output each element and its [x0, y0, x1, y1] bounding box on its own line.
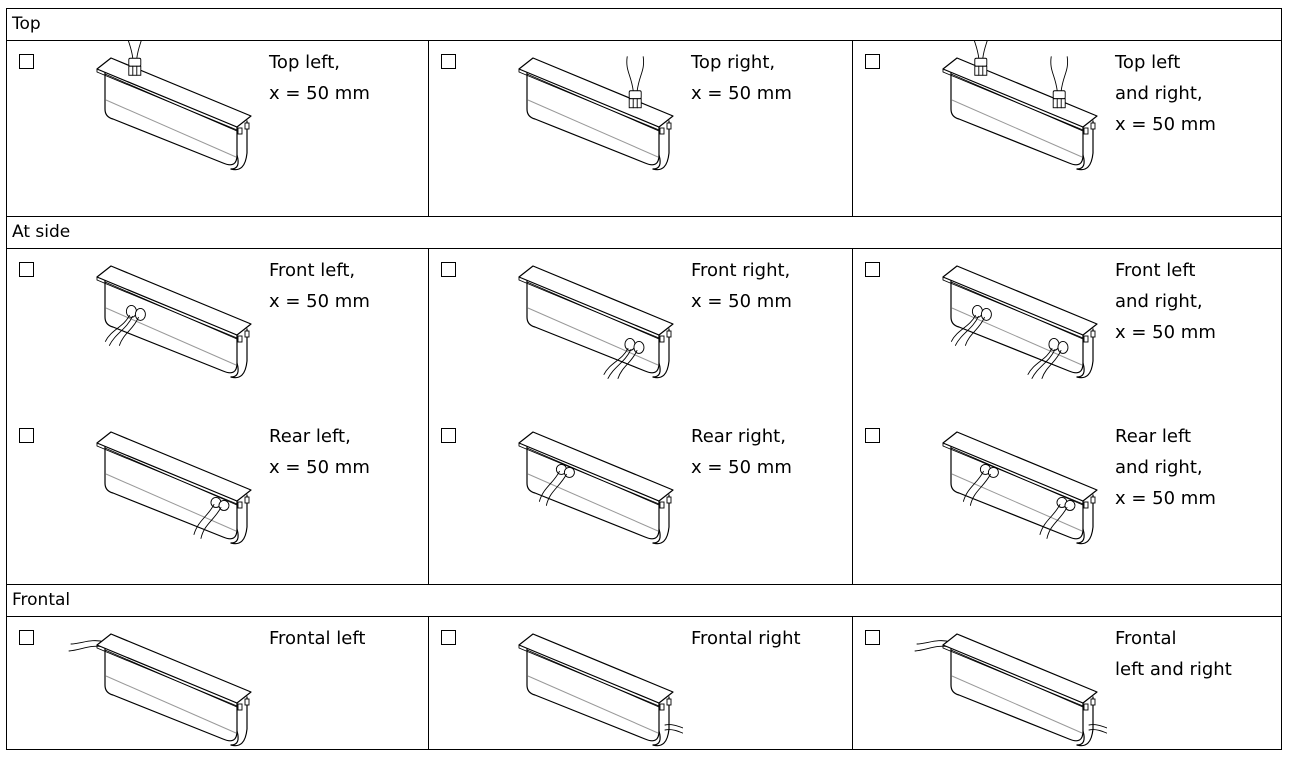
frontal-left-and-right-cable-exit-icon	[914, 633, 1107, 747]
option-checkbox[interactable]	[19, 428, 34, 443]
option-checkbox[interactable]	[441, 262, 456, 277]
option-label: Rear left, x = 50 mm	[269, 426, 370, 478]
option-cell-top-left-and-right[interactable]: Top left and right, x = 50 mm	[853, 41, 1281, 216]
section-header-at-side: At side	[7, 217, 1281, 249]
option-row: Top left, x = 50 mm Top right, x = 50 mm	[7, 41, 1281, 217]
option-cell-front-right[interactable]: Front right, x = 50 mm	[429, 249, 853, 415]
top-left-cable-exit-icon	[96, 41, 252, 171]
section-header-frontal: Frontal	[7, 585, 1281, 617]
option-cell-frontal-left-and-right[interactable]: Frontal left and right	[853, 617, 1281, 749]
option-cell-front-left-and-right[interactable]: Front left and right, x = 50 mm	[853, 249, 1281, 415]
rear-right-cable-exit-icon	[518, 431, 674, 545]
top-left-and-right-cable-exit-icon	[942, 41, 1098, 171]
option-checkbox[interactable]	[865, 428, 880, 443]
option-cell-rear-right[interactable]: Rear right, x = 50 mm	[429, 415, 853, 584]
front-left-and-right-cable-exit-icon	[942, 265, 1098, 379]
rear-left-and-right-cable-exit-icon	[942, 431, 1098, 545]
option-cell-frontal-right[interactable]: Frontal right	[429, 617, 853, 749]
front-left-cable-exit-icon	[96, 265, 252, 379]
option-checkbox[interactable]	[441, 428, 456, 443]
option-label: Frontal left and right	[1115, 628, 1232, 680]
option-label: Front left, x = 50 mm	[269, 260, 370, 312]
option-label: Rear right, x = 50 mm	[691, 426, 792, 478]
frontal-left-cable-exit-icon	[68, 633, 252, 747]
option-checkbox[interactable]	[441, 54, 456, 69]
option-cell-rear-left[interactable]: Rear left, x = 50 mm	[7, 415, 429, 584]
option-cell-top-right[interactable]: Top right, x = 50 mm	[429, 41, 853, 216]
option-checkbox[interactable]	[19, 630, 34, 645]
option-checkbox[interactable]	[865, 54, 880, 69]
option-label: Front right, x = 50 mm	[691, 260, 792, 312]
option-row: Frontal left Frontal right Frontal left …	[7, 617, 1281, 749]
option-label: Frontal right	[691, 628, 801, 649]
option-cell-frontal-left[interactable]: Frontal left	[7, 617, 429, 749]
option-row: Front left, x = 50 mm Front right, x = 5…	[7, 249, 1281, 415]
option-row: Rear left, x = 50 mm Rear right, x = 50 …	[7, 415, 1281, 585]
option-checkbox[interactable]	[19, 262, 34, 277]
option-label: Rear left and right, x = 50 mm	[1115, 426, 1216, 509]
front-right-cable-exit-icon	[518, 265, 674, 379]
option-cell-top-left[interactable]: Top left, x = 50 mm	[7, 41, 429, 216]
option-cell-front-left[interactable]: Front left, x = 50 mm	[7, 249, 429, 415]
top-right-cable-exit-icon	[518, 56, 674, 171]
option-label: Frontal left	[269, 628, 366, 649]
option-checkbox[interactable]	[865, 630, 880, 645]
option-cell-rear-left-and-right[interactable]: Rear left and right, x = 50 mm	[853, 415, 1281, 584]
option-checkbox[interactable]	[865, 262, 880, 277]
cable-exit-options-table: Top Top left, x = 50 mm	[6, 8, 1282, 750]
option-checkbox[interactable]	[19, 54, 34, 69]
option-label: Top right, x = 50 mm	[691, 52, 792, 104]
option-label: Top left, x = 50 mm	[269, 52, 370, 104]
rear-left-cable-exit-icon	[96, 431, 252, 545]
section-header-top: Top	[7, 9, 1281, 41]
frontal-right-cable-exit-icon	[518, 633, 683, 747]
option-checkbox[interactable]	[441, 630, 456, 645]
option-label: Top left and right, x = 50 mm	[1115, 52, 1216, 135]
option-label: Front left and right, x = 50 mm	[1115, 260, 1216, 343]
